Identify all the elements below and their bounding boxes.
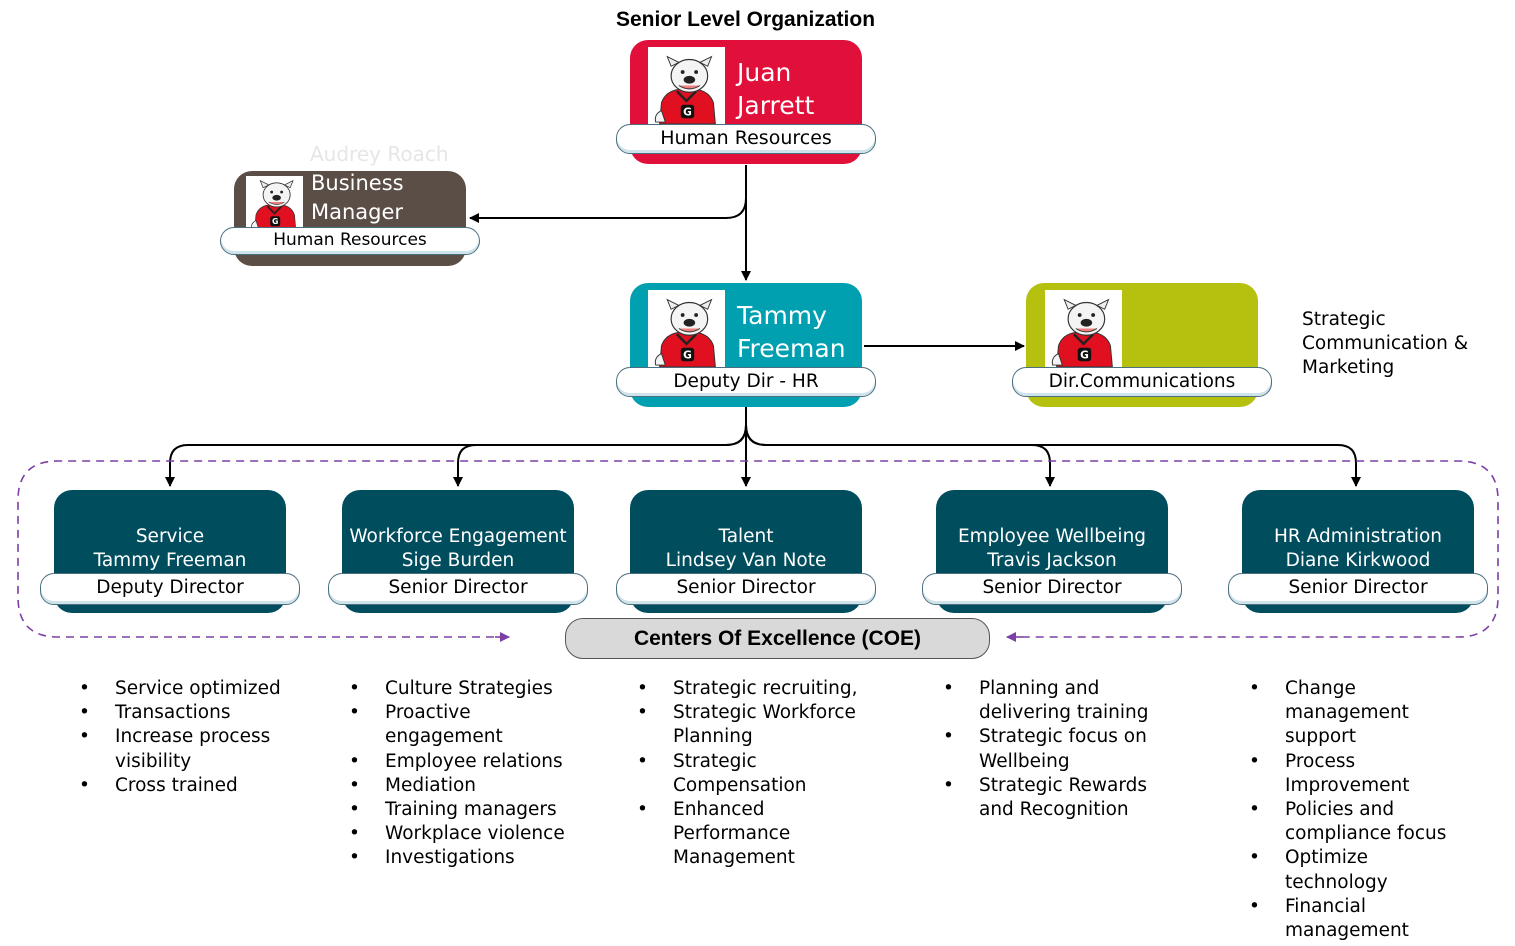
- coe-area: Service: [135, 526, 205, 547]
- coe-bullet-list: Strategic recruiting,Strategic Workforce…: [637, 677, 857, 871]
- coe-bullet-list: Culture StrategiesProactiveengagementEmp…: [349, 677, 565, 871]
- coe-area: HR Administration: [1273, 526, 1443, 547]
- list-item: Strategic recruiting,: [637, 677, 857, 701]
- deputy-title: Deputy Dir - HR: [616, 367, 876, 397]
- communications-title: Dir.Communications: [1012, 367, 1272, 397]
- coe-role: Senior Director: [328, 573, 588, 605]
- business-title: Business Manager: [311, 169, 404, 227]
- list-item: Training managers: [349, 798, 565, 822]
- coe-area: Talent: [718, 526, 774, 547]
- top-name: Juan Jarrett: [737, 57, 814, 122]
- side-text-line3: Marketing: [1302, 357, 1395, 378]
- coe-role: Senior Director: [616, 573, 876, 605]
- coe-role: Deputy Director: [40, 573, 300, 605]
- coe-label: Centers Of Excellence (COE): [565, 618, 990, 659]
- side-text-line2: Communication &: [1302, 333, 1469, 354]
- list-item: Cross trained: [79, 774, 281, 798]
- list-item: Service optimized: [79, 677, 281, 701]
- coe-leader-name: Tammy Freeman: [93, 550, 247, 571]
- business-department: Human Resources: [220, 227, 480, 255]
- coe-bullet-list: ChangemanagementsupportProcessImprovemen…: [1249, 677, 1446, 943]
- list-item: Transactions: [79, 701, 281, 725]
- coe-leader-name: Sige Burden: [401, 550, 515, 571]
- list-item: Employee relations: [349, 750, 565, 774]
- coe-leader-name: Diane Kirkwood: [1285, 550, 1431, 571]
- bulldog-mascot-icon: [648, 290, 725, 367]
- communications-side-text: Strategic Communication & Marketing: [1302, 308, 1468, 380]
- coe-role: Senior Director: [1228, 573, 1488, 605]
- coe-role: Senior Director: [922, 573, 1182, 605]
- connector-coe-4: [745, 424, 1055, 487]
- bulldog-mascot-icon: [1045, 290, 1122, 367]
- coe-group-left: [17, 460, 1499, 638]
- business-title-line2: Manager: [311, 200, 404, 224]
- list-item: Workplace violence: [349, 822, 565, 846]
- bulldog-mascot-icon: [648, 47, 725, 124]
- top-name-line2: Jarrett: [737, 90, 815, 120]
- top-name-line1: Juan: [737, 58, 792, 87]
- side-text-line1: Strategic: [1302, 309, 1386, 330]
- list-item: Mediation: [349, 774, 565, 798]
- business-title-line1: Business: [311, 171, 404, 195]
- list-item: Culture Strategies: [349, 677, 565, 701]
- coe-bullet-list: Service optimizedTransactionsIncrease pr…: [79, 677, 281, 798]
- coe-leader-name: Lindsey Van Note: [665, 550, 827, 571]
- top-department: Human Resources: [616, 124, 876, 154]
- list-item: Investigations: [349, 846, 565, 870]
- bulldog-mascot-icon: [246, 176, 303, 228]
- connector-coe-5: [745, 424, 1361, 487]
- connector-top-business: [469, 197, 747, 223]
- deputy-name-line1: Tammy: [737, 301, 827, 330]
- deputy-name: Tammy Freeman: [737, 300, 846, 365]
- connector-coe-2: [453, 424, 747, 487]
- business-faint-name: Audrey Roach: [310, 142, 449, 166]
- coe-area: Employee Wellbeing: [957, 526, 1147, 547]
- coe-leader-name: Travis Jackson: [987, 550, 1117, 571]
- deputy-name-line2: Freeman: [737, 333, 846, 363]
- coe-area: Workforce Engagement: [349, 526, 567, 547]
- page-title: Senior Level Organization: [615, 8, 876, 31]
